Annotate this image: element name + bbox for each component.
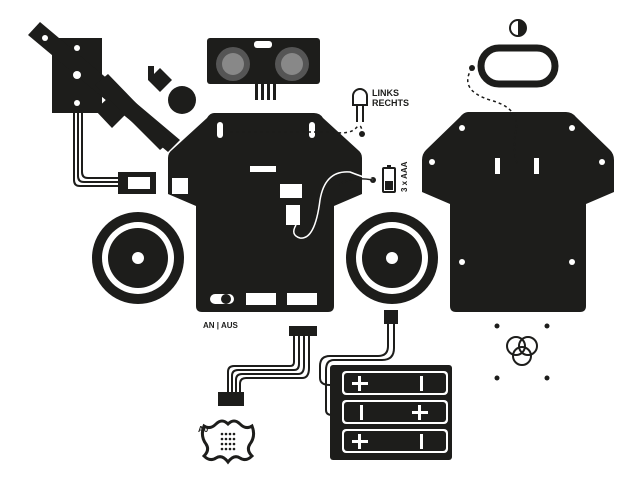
ultrasonic-sensor [207, 38, 320, 100]
led-matrix [220, 432, 236, 451]
light-sensor-icon [509, 19, 527, 37]
servo-cable [73, 113, 120, 187]
ribbon-cable [227, 336, 310, 392]
main-chassis [168, 113, 362, 312]
battery-pack [330, 310, 452, 460]
rgb-led-icon [506, 336, 538, 366]
battery-label: 3 x AAA [400, 161, 409, 192]
pin-label: A0 [198, 425, 209, 434]
led-icon [352, 88, 368, 122]
battery-plug [384, 310, 398, 324]
rear-chassis [422, 112, 614, 312]
servo-arm [28, 22, 196, 152]
switch-label: AN | AUS [203, 321, 238, 330]
battery-icon [382, 165, 396, 193]
wheel-right [346, 212, 438, 304]
line-sensor-pad [477, 44, 559, 88]
led-right-label: RECHTS [372, 98, 409, 108]
led-left-label: LINKS [372, 88, 399, 98]
wheel-left [92, 212, 184, 304]
servo-cap [168, 86, 196, 114]
microbit-pad [200, 419, 256, 465]
